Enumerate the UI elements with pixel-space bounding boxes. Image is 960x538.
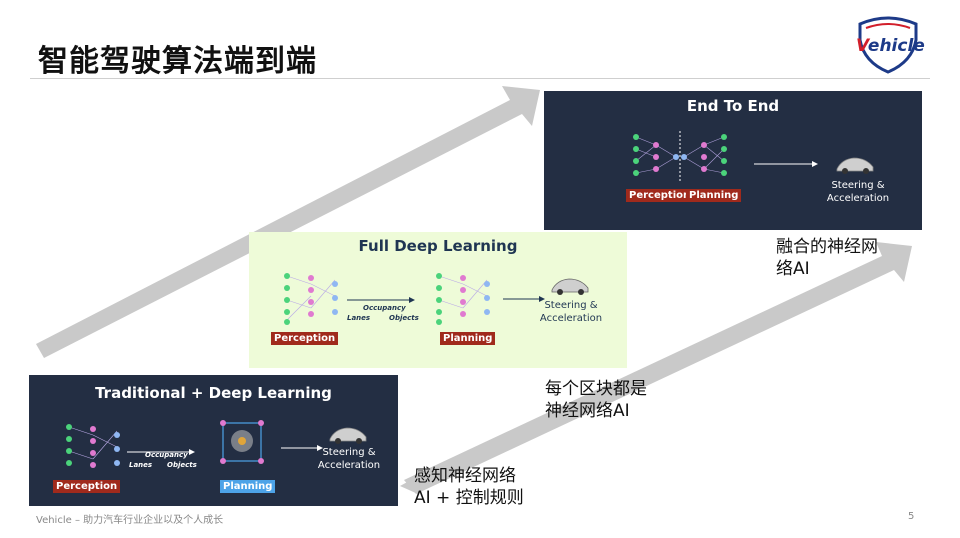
logo-wordmark: Vehicle [856, 36, 925, 56]
output-label: Steering & Acceleration [826, 180, 890, 204]
tag-planning: Planning [440, 332, 496, 345]
logo-rest: ehicle [867, 36, 925, 56]
neural-network-icon [284, 273, 338, 325]
label-lanes: Lanes [347, 314, 371, 322]
caption-traditional: 感知神经网络 AI + 控制规则 [414, 466, 524, 508]
arrow-right-icon [281, 445, 323, 451]
tag-perception: Perception [53, 480, 121, 493]
arrow-right-icon [347, 297, 415, 303]
arrow-lower-right [404, 242, 912, 494]
panel-title: End To End [686, 97, 780, 115]
page-number: 5 [908, 511, 915, 522]
panel-title: Traditional + Deep Learning [95, 384, 332, 402]
tag-planning: Planning [686, 189, 742, 202]
label-objects: Objects [167, 461, 197, 469]
arrow-lower-head [400, 474, 422, 494]
output-label: Steering & Acceleration [539, 300, 603, 324]
panel-end-to-end: End To End Perception Planning Steering … [544, 91, 922, 230]
label-occupancy: Occupancy [145, 451, 188, 459]
slide-footer: Vehicle – 助力汽车行业企业以及个人成长 [36, 515, 224, 526]
arrow-right-icon [503, 296, 545, 302]
arrow-up-left [36, 86, 540, 358]
logo-prefix: V [856, 36, 868, 56]
tag-planning: Planning [220, 480, 276, 493]
tag-perception: Perception [271, 332, 339, 345]
car-icon [836, 157, 874, 174]
neural-network-icon [66, 424, 120, 468]
label-objects: Objects [389, 314, 419, 322]
panel-title: Full Deep Learning [358, 237, 518, 255]
label-occupancy: Occupancy [363, 304, 406, 312]
slide-title: 智能驾驶算法端到端 [38, 44, 317, 79]
label-lanes: Lanes [129, 461, 153, 469]
panel-traditional-deep-learning: Traditional + Deep Learning Perception O… [29, 375, 398, 506]
arrow-right-icon [754, 161, 818, 167]
caption-full-deep-learning: 每个区块都是 神经网络AI [545, 379, 647, 421]
car-icon [551, 278, 589, 295]
tag-perception: Perception [626, 189, 694, 202]
car-icon [329, 427, 367, 444]
arrow-right-icon [127, 449, 195, 455]
panel-full-deep-learning: Full Deep Learning Perception Occupancy … [249, 232, 627, 368]
output-label: Steering & Acceleration [317, 447, 381, 471]
planning-module-icon [220, 420, 264, 464]
vehicle-logo-icon [858, 16, 918, 74]
neural-network-icon [633, 131, 727, 183]
title-divider [30, 78, 930, 79]
caption-end-to-end: 融合的神经网 络AI [776, 237, 878, 279]
neural-network-icon [436, 273, 490, 325]
